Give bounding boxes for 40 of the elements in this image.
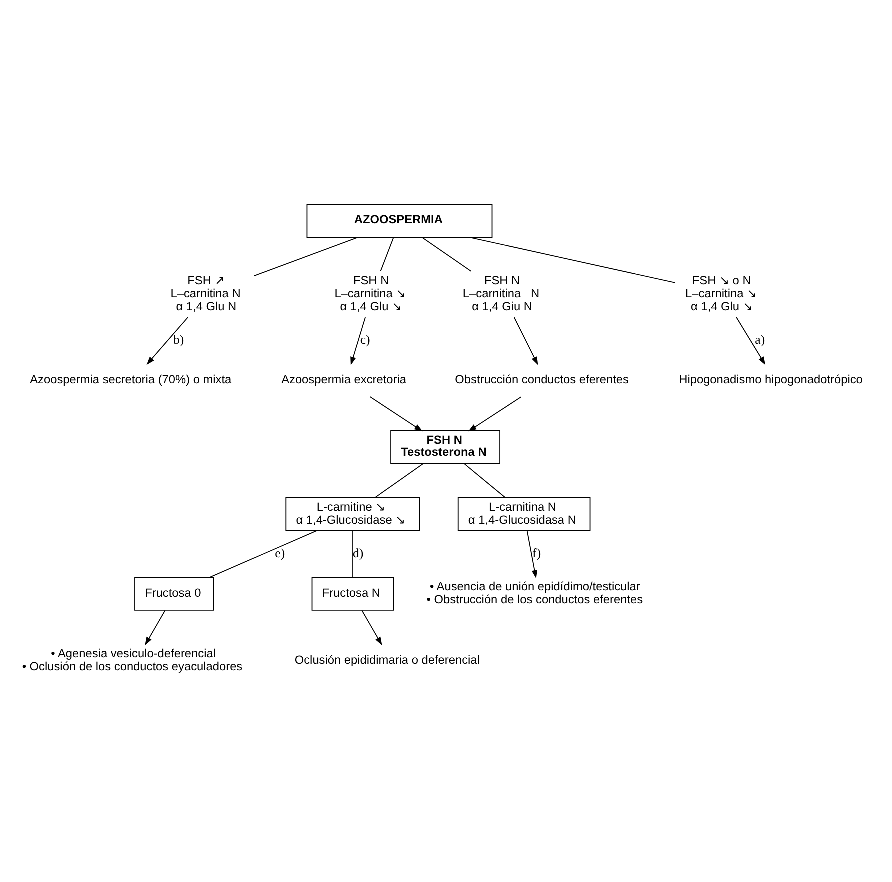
node-text: Hipogonadismo hipogonadotrópico xyxy=(679,372,863,387)
node-text: • Ausencia de unión epidídimo/testicular • Obstrucción de los conductos eferentes xyxy=(426,580,644,607)
node-text: Azoospermia secretoria (70%) o mixta xyxy=(30,372,232,387)
edge-label: d) xyxy=(353,546,364,561)
node-text: • Agenesia vesiculo-deferencial • Oclusión de los conductos eyaculadores xyxy=(22,646,243,674)
arrow xyxy=(370,396,423,432)
node-text: FSH ↗ L–carnitina N α 1,4 Glu N xyxy=(170,274,241,314)
connector xyxy=(352,530,354,578)
edge-label: a) xyxy=(755,333,766,348)
node-box: FSH N Testosterona N xyxy=(390,430,500,464)
connector xyxy=(380,237,394,272)
connector xyxy=(254,237,358,277)
node-text: FSH N L–carnitina N α 1,4 Giu N xyxy=(462,274,540,314)
node-text: FSH N L–carnitina ↘ α 1,4 Glu ↘ xyxy=(334,274,406,314)
node-text: Azoospermia excretoria xyxy=(282,372,406,387)
connector xyxy=(374,463,424,498)
node-box: AZOOSPERMIA xyxy=(306,204,493,238)
arrow xyxy=(145,610,166,646)
connector xyxy=(210,530,318,578)
node-box: L-carnitine ↘ α 1,4-Glucosidase ↘ xyxy=(286,497,420,532)
arrow xyxy=(736,317,766,366)
arrow xyxy=(526,530,538,579)
connector xyxy=(470,237,676,284)
arrow xyxy=(350,317,366,366)
node-text: Obstrucción conductos eferentes xyxy=(455,372,630,387)
node-box: Fructosa 0 xyxy=(134,577,214,611)
edge-label: f) xyxy=(532,546,542,561)
arrow xyxy=(362,610,382,646)
arrow xyxy=(468,396,522,432)
edge-label: b) xyxy=(173,333,184,348)
connector xyxy=(422,237,472,272)
arrow xyxy=(514,317,538,366)
node-text: Oclusión epididimaria o deferencial xyxy=(294,652,480,667)
node-box: L-carnitina N α 1,4-Glucosidasa N xyxy=(458,497,591,532)
node-box: Fructosa N xyxy=(312,577,394,611)
edge-label: c) xyxy=(360,333,370,348)
node-text: FSH ↘ o N L–carnitina ↘ α 1,4 Glu ↘ xyxy=(686,274,758,314)
edge-label: e) xyxy=(275,546,286,561)
connector xyxy=(464,464,506,498)
arrow xyxy=(146,317,189,366)
